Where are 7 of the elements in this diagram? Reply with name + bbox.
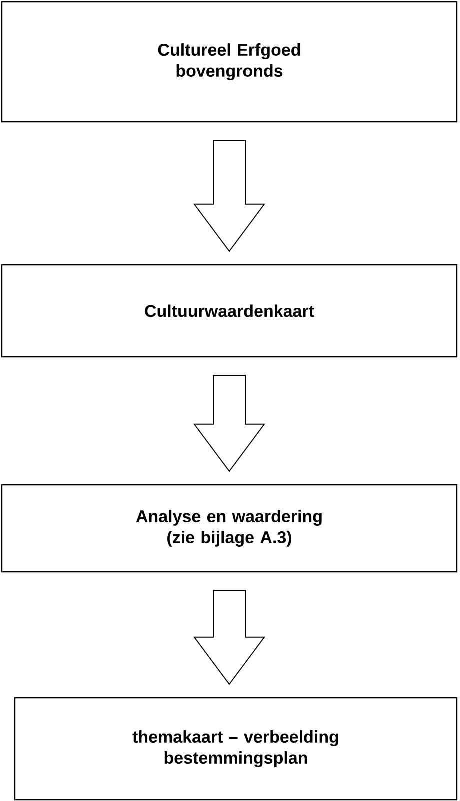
block-arrow <box>194 140 266 252</box>
block-arrow <box>194 375 266 472</box>
block-arrow <box>194 590 266 686</box>
process-box: Cultuurwaardenkaart <box>1 264 458 358</box>
process-box: Cultureel Erfgoed bovengronds <box>1 1 458 123</box>
process-box: Analyse en waardering (zie bijlage A.3) <box>1 484 458 573</box>
process-box: themakaart – verbeelding bestemmingsplan <box>14 697 458 801</box>
